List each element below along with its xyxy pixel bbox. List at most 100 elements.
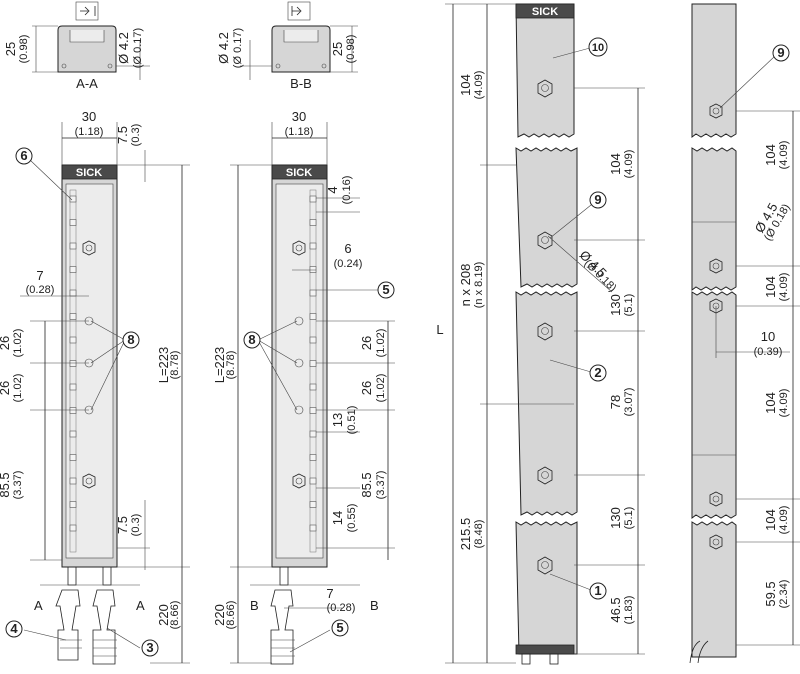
mounting-hole bbox=[294, 405, 304, 415]
aa-height-dim-in: (0.98) bbox=[18, 35, 30, 64]
svg-text:3: 3 bbox=[146, 640, 153, 655]
sender-top-offset: 7.5 bbox=[115, 126, 130, 144]
led-element bbox=[309, 383, 317, 391]
led-element bbox=[69, 407, 77, 414]
long-bottom-dim: 215.5 bbox=[458, 518, 473, 551]
led-element bbox=[309, 454, 317, 461]
led-element bbox=[69, 336, 77, 344]
svg-text:1: 1 bbox=[594, 583, 601, 598]
callout-5: 5 bbox=[331, 619, 349, 637]
hex-nut-icon bbox=[537, 556, 553, 575]
mounting-hole bbox=[294, 316, 304, 326]
hex-nut-icon bbox=[537, 231, 553, 250]
led-element bbox=[309, 336, 317, 344]
long-bar-front-view: SICK L 104 (4.09) n x 208 (n x 8.19) 215… bbox=[436, 3, 645, 665]
callout-4: 4 bbox=[5, 620, 23, 638]
callout-leaders bbox=[23, 47, 776, 653]
svg-text:2: 2 bbox=[594, 365, 601, 380]
long-seg78: 78 bbox=[608, 395, 623, 409]
sender-width-dim-in: (1.18) bbox=[75, 126, 104, 138]
callout-8: 8 bbox=[122, 331, 140, 349]
m8-connector-plug bbox=[55, 589, 82, 661]
svg-text:9: 9 bbox=[594, 192, 601, 207]
section-bb-label: B-B bbox=[290, 76, 312, 91]
led-element bbox=[309, 266, 317, 273]
led-element bbox=[309, 430, 317, 438]
led-element bbox=[69, 383, 77, 391]
led-element bbox=[69, 524, 77, 532]
hex-nut-icon bbox=[82, 473, 96, 489]
hex-nut-icon bbox=[537, 79, 553, 98]
callout-2: 2 bbox=[589, 364, 607, 382]
receiver-conn-offset: 7 bbox=[326, 586, 333, 601]
receiver-gap13: 13 bbox=[330, 413, 345, 427]
section-aa-view: A-A 25 (0.98) Ø 4.2 (Ø 0.17) bbox=[3, 1, 150, 91]
side-offset-dim: 10 bbox=[761, 329, 775, 344]
svg-text:8: 8 bbox=[248, 332, 255, 347]
side-seg104a-in: (4.09) bbox=[778, 141, 790, 170]
sender-width-dim: 30 bbox=[82, 109, 96, 124]
receiver-led-column bbox=[309, 189, 317, 553]
side-seg104d-in: (4.09) bbox=[778, 506, 790, 535]
led-element bbox=[309, 407, 317, 414]
sender-bottom-span: 85.5 bbox=[0, 472, 12, 497]
side-seg59-in: (2.34) bbox=[778, 580, 790, 609]
side-seg59: 59.5 bbox=[763, 581, 778, 606]
callout-3: 3 bbox=[141, 639, 159, 657]
receiver-top-gap-in: (0.16) bbox=[341, 176, 353, 205]
receiver-pitch1-in: (1.02) bbox=[375, 329, 387, 358]
sender-bottom-span-in: (3.37) bbox=[12, 471, 24, 500]
sender-cut-a-left: A bbox=[34, 598, 43, 613]
sender-bottom-offset: 7.5 bbox=[115, 516, 130, 534]
svg-text:6: 6 bbox=[20, 148, 27, 163]
callout-8: 8 bbox=[243, 331, 261, 349]
bb-hole-dim: Ø 4.2 bbox=[216, 32, 231, 64]
receiver-gap13-in: (0.51) bbox=[346, 406, 358, 435]
sender-bar-view: SICK A A 30 (1.18) 7.5 (0.3) 7 bbox=[0, 109, 190, 665]
hex-nut-icon bbox=[709, 258, 723, 274]
receiver-length-in: (8.78) bbox=[225, 351, 237, 380]
long-bar-side-view: 104 (4.09) Ø 4.5 (Ø 0.18) 104 (4.09) 10 … bbox=[689, 3, 800, 664]
long-bar-brand-logo: SICK bbox=[532, 6, 558, 18]
led-element bbox=[309, 501, 317, 508]
led-element bbox=[69, 477, 77, 485]
receiver-pitch2-in: (1.02) bbox=[375, 374, 387, 403]
sender-led-column bbox=[69, 189, 77, 553]
receiver-width-dim: 30 bbox=[292, 109, 306, 124]
sender-side-offset-in: (0.28) bbox=[26, 284, 55, 296]
receiver-conn-offset-in: (0.28) bbox=[327, 602, 356, 614]
receiver-bar-view: SICK B B 30 (1.18) 4 (0.16) 6 (0.24) 26 … bbox=[212, 109, 395, 665]
receiver-side-gap-in: (0.24) bbox=[334, 258, 363, 270]
long-seg130b-in: (5.1) bbox=[623, 507, 635, 530]
long-seg78-in: (3.07) bbox=[623, 388, 635, 417]
svg-text:4: 4 bbox=[10, 621, 18, 636]
led-element bbox=[69, 266, 77, 273]
section-bb-view: B-B Ø 4.2 (Ø 0.17) 25 (0.98) bbox=[216, 1, 358, 91]
long-seg130a: 130 bbox=[608, 294, 623, 316]
svg-text:8: 8 bbox=[127, 332, 134, 347]
hex-nut-icon bbox=[537, 322, 553, 341]
sender-pitch2: 26 bbox=[0, 381, 12, 395]
led-element bbox=[309, 242, 317, 250]
callout-9: 9 bbox=[589, 191, 607, 209]
side-seg104b-in: (4.09) bbox=[778, 273, 790, 302]
aa-hole-dim: Ø 4.2 bbox=[116, 32, 131, 64]
direction-arrow-icon bbox=[292, 6, 302, 16]
side-seg104d: 104 bbox=[763, 509, 778, 531]
side-seg104a: 104 bbox=[763, 144, 778, 166]
receiver-cable-length-in: (8.66) bbox=[225, 601, 237, 630]
receiver-cable-length: 220 bbox=[212, 604, 227, 626]
svg-text:9: 9 bbox=[777, 45, 784, 60]
sender-cut-a-right: A bbox=[136, 598, 145, 613]
m8-connector-plug bbox=[270, 589, 295, 665]
led-element bbox=[69, 219, 77, 226]
receiver-span85-in: (3.37) bbox=[375, 471, 387, 500]
led-element bbox=[69, 430, 77, 438]
direction-arrow-icon bbox=[80, 6, 90, 16]
led-element bbox=[309, 360, 317, 367]
sender-length-in: (8.78) bbox=[169, 351, 181, 380]
led-element bbox=[309, 313, 317, 320]
long-seg46-in: (1.83) bbox=[623, 596, 635, 625]
aa-hole-dim-in: (Ø 0.17) bbox=[132, 28, 144, 68]
sender-cable-length-in: (8.66) bbox=[169, 601, 181, 630]
